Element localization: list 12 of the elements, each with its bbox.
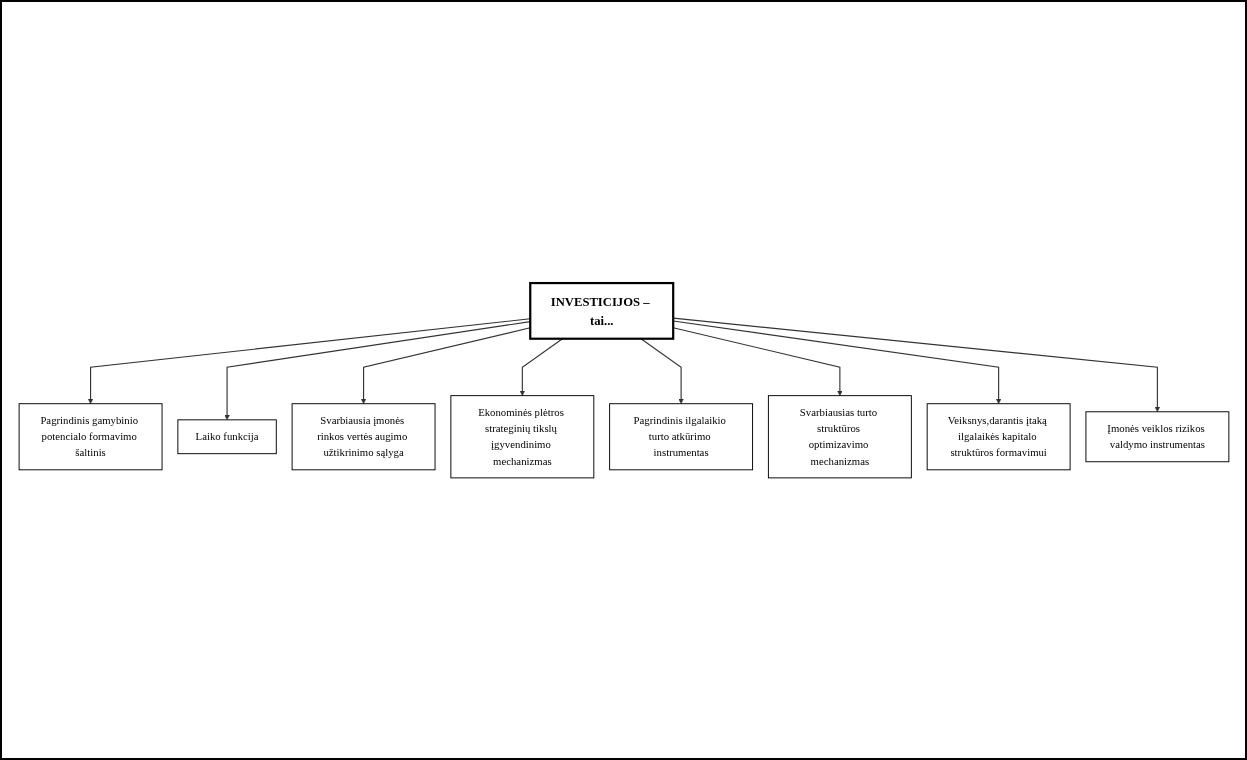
node-box: INVESTICIJOS – tai... [528, 281, 674, 340]
node-box: Svarbiausias turto struktūros optimizavimo mechanizmas [767, 394, 912, 478]
node-box: Įmonės veiklos rizikos valdymo instrumentas [1084, 410, 1229, 462]
arrow [672, 320, 1001, 404]
node-box: Pagrindinis gamybinio potencialo formavimo šaltinis [18, 402, 163, 470]
arrow [672, 326, 843, 396]
arrow [672, 317, 1160, 412]
node-box: Ekonominės plėtros strateginių tikslų įgyvendinimo mechanizmas [449, 394, 594, 478]
node-box: Svarbiausia įmonės rinkos vertės augimo užtikrinimo sąlyga [291, 402, 436, 470]
node-box: Laiko funkcija [176, 418, 277, 454]
node-box: Veiksnys,darantis įtaką ilgalaikės kapitalo struktūros formavimui [926, 402, 1071, 470]
node-box: Pagrindinis ilgalaikio turto atkūrimo instrumentas [608, 402, 753, 470]
